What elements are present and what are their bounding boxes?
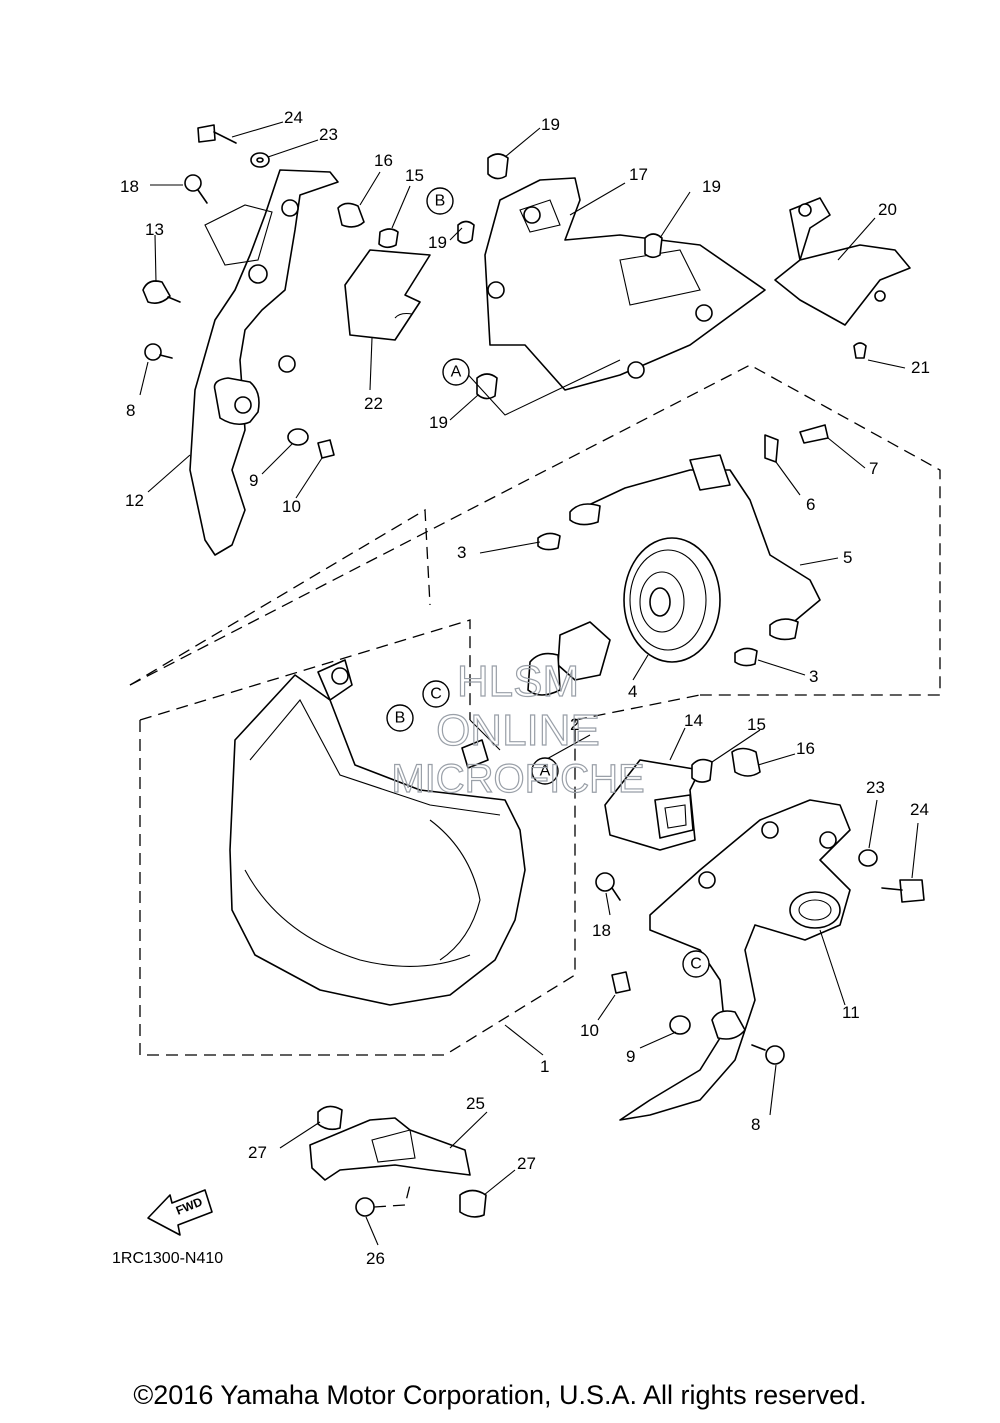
watermark-line-1: HLSM bbox=[457, 657, 579, 706]
callout-22: 22 bbox=[364, 394, 383, 413]
callout-9: 9 bbox=[249, 471, 258, 490]
callout-10: 10 bbox=[282, 497, 301, 516]
copyright-notice: ©2016 Yamaha Motor Corporation, U.S.A. A… bbox=[133, 1380, 867, 1410]
reference-letters: A A B B C C bbox=[386, 187, 710, 978]
headlight-lens-1 bbox=[229, 659, 526, 1006]
callout-20: 20 bbox=[878, 200, 897, 219]
hardware-right bbox=[595, 747, 925, 1065]
bulb-2 bbox=[527, 621, 611, 696]
ref-letter-a: A bbox=[540, 763, 551, 780]
callout-13: 13 bbox=[145, 220, 164, 239]
right-bracket-11 bbox=[619, 799, 851, 1121]
callout-25: 25 bbox=[466, 1094, 485, 1113]
callout-16: 16 bbox=[374, 151, 393, 170]
callout-23: 23 bbox=[866, 778, 885, 797]
left-bracket-12 bbox=[189, 169, 339, 556]
drawing-code: 1RC1300-N410 bbox=[112, 1250, 223, 1267]
callout-8: 8 bbox=[126, 401, 135, 420]
ref-letter-c: C bbox=[690, 956, 702, 973]
callout-23: 23 bbox=[319, 125, 338, 144]
callout-17: 17 bbox=[629, 165, 648, 184]
callout-27: 27 bbox=[248, 1143, 267, 1162]
callout-6: 6 bbox=[806, 495, 815, 514]
callout-26: 26 bbox=[366, 1249, 385, 1268]
assembly-boundaries bbox=[129, 364, 941, 1056]
callout-18: 18 bbox=[592, 921, 611, 940]
callout-2: 2 bbox=[570, 715, 579, 734]
callout-5: 5 bbox=[843, 548, 852, 567]
watermark-line-2: ONLINE bbox=[436, 706, 600, 755]
bracket-20 bbox=[774, 197, 911, 359]
callout-11: 11 bbox=[842, 1003, 860, 1022]
bracket-25 bbox=[309, 1105, 487, 1218]
inner-panel-17 bbox=[484, 177, 766, 391]
wiring-harness-5 bbox=[537, 424, 829, 667]
callout-15: 15 bbox=[747, 715, 766, 734]
callout-3: 3 bbox=[457, 543, 466, 562]
callout-15: 15 bbox=[405, 166, 424, 185]
callout-1: 1 bbox=[540, 1057, 549, 1076]
hardware-top-left bbox=[142, 124, 399, 459]
callout-14: 14 bbox=[684, 711, 703, 730]
leader-lines bbox=[139, 121, 919, 1246]
callout-27: 27 bbox=[517, 1154, 536, 1173]
callout-18: 18 bbox=[120, 177, 139, 196]
callout-16: 16 bbox=[796, 739, 815, 758]
collars-19 bbox=[457, 153, 663, 400]
callout-9: 9 bbox=[626, 1047, 635, 1066]
callout-12: 12 bbox=[125, 491, 144, 510]
callout-24: 24 bbox=[284, 108, 303, 127]
callout-24: 24 bbox=[910, 800, 929, 819]
bracket-22 bbox=[344, 249, 431, 341]
callout-8: 8 bbox=[751, 1115, 760, 1134]
part-callouts: 1 2 3 3 4 5 6 7 8 8 9 9 10 10 11 12 13 1… bbox=[120, 108, 930, 1268]
fwd-arrow: FWD bbox=[147, 1189, 213, 1236]
watermark: HLSM ONLINE MICROFICHE bbox=[391, 656, 646, 801]
callout-19: 19 bbox=[428, 233, 447, 252]
callout-4: 4 bbox=[628, 682, 637, 701]
ref-letter-a: A bbox=[451, 364, 462, 381]
bracket-14 bbox=[604, 759, 701, 851]
ref-letter-b: B bbox=[395, 710, 406, 727]
callout-3: 3 bbox=[809, 667, 818, 686]
reflector-4 bbox=[623, 537, 721, 663]
watermark-line-3: MICROFICHE bbox=[391, 757, 644, 801]
ref-letter-b: B bbox=[435, 193, 446, 210]
callout-19: 19 bbox=[541, 115, 560, 134]
callout-19: 19 bbox=[429, 413, 448, 432]
callout-10: 10 bbox=[580, 1021, 599, 1040]
ref-letter-c: C bbox=[430, 686, 442, 703]
callout-7: 7 bbox=[869, 459, 878, 478]
callout-21: 21 bbox=[911, 358, 930, 377]
callout-19: 19 bbox=[702, 177, 721, 196]
